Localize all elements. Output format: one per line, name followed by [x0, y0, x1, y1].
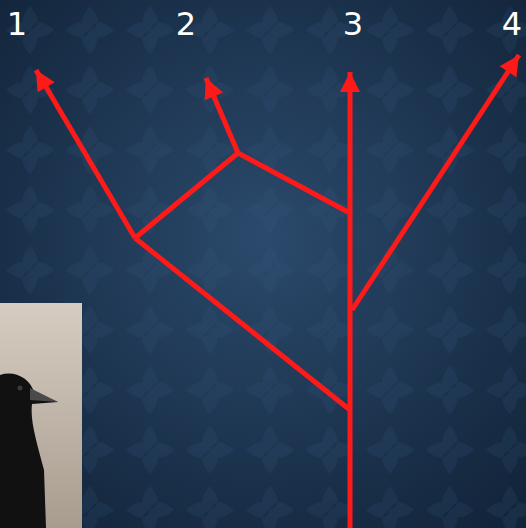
bird-photo: [0, 303, 82, 528]
tip-number: 1: [7, 6, 27, 43]
tip-number: 4: [502, 6, 522, 43]
tip-number: 3: [343, 6, 363, 43]
tree-branches: [36, 55, 519, 528]
tip-number: 2: [176, 6, 196, 43]
